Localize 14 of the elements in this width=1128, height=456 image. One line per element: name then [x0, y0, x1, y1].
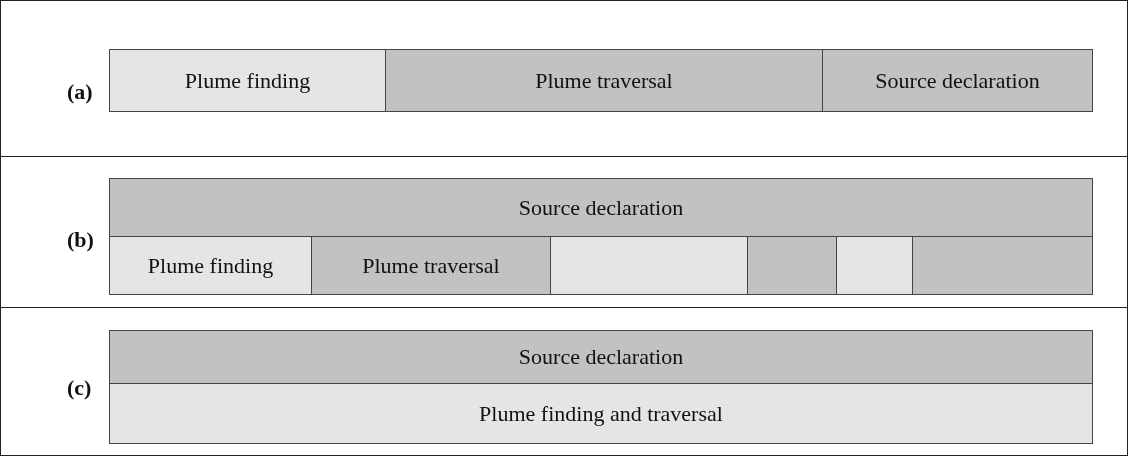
panel-frame — [0, 156, 1128, 308]
phase-bar: Source declaration — [109, 330, 1093, 384]
phase-bar: Plume traversal — [385, 49, 823, 112]
phase-bar: Plume finding — [109, 236, 312, 295]
panel-frame — [0, 0, 1128, 157]
panel-frame — [0, 307, 1128, 456]
phase-bar: Plume finding and traversal — [109, 383, 1093, 444]
panel-label: (c) — [67, 375, 92, 401]
phase-bar: Plume finding — [109, 49, 386, 112]
phase-bar: Source declaration — [109, 178, 1093, 237]
panel-label: (a) — [67, 79, 93, 105]
phase-bar: Plume traversal — [311, 236, 551, 295]
panel-label: (b) — [67, 227, 94, 253]
phase-bar: Source declaration — [822, 49, 1093, 112]
